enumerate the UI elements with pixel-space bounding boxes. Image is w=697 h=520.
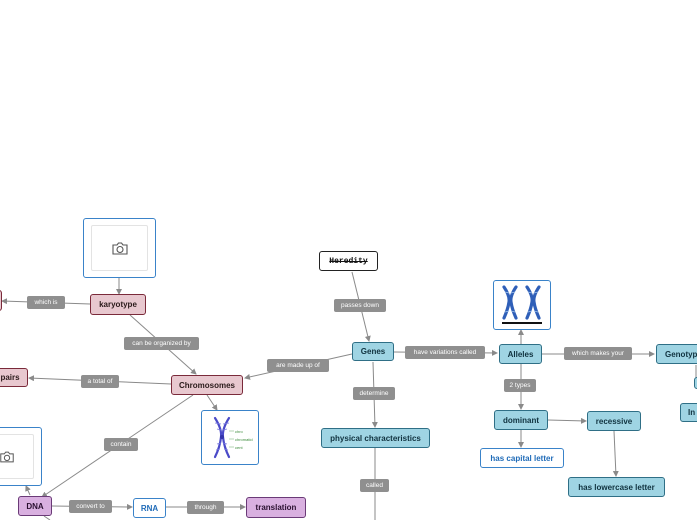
label-can-be-organized-by[interactable]: can be organized by xyxy=(124,337,199,350)
label-convert-to[interactable]: convert to xyxy=(69,500,112,513)
label-determine[interactable]: determine xyxy=(353,387,395,400)
node-has-capital-letter[interactable]: has capital letter xyxy=(480,448,564,468)
chromosome-icon: chro chromatid cent xyxy=(213,416,253,459)
image-placeholder-frame xyxy=(0,434,34,479)
node-genotype-sub-partial xyxy=(694,377,697,389)
node-translation[interactable]: translation xyxy=(246,497,306,518)
node-rna[interactable]: RNA xyxy=(133,498,166,518)
node-pairs[interactable]: pairs xyxy=(0,368,28,387)
node-physical-characteristics[interactable]: physical characteristics xyxy=(321,428,430,448)
label-are-made-up-of[interactable]: are made up of xyxy=(267,359,329,372)
edge-dominant-recessive xyxy=(547,417,587,424)
chromosome-pair-image[interactable] xyxy=(493,280,551,330)
label-a-total-of[interactable]: a total of xyxy=(81,375,119,388)
chromosome-pair-icon xyxy=(502,285,542,324)
label-contain[interactable]: contain xyxy=(104,438,138,451)
label-through[interactable]: through xyxy=(187,501,224,514)
chromosome-caption-2: chromatid xyxy=(235,437,253,442)
chromosome-caption-3: cent xyxy=(235,445,243,450)
image-placeholder-frame xyxy=(91,225,148,271)
node-genotype[interactable]: Genotyp xyxy=(656,344,697,364)
chromosome-caption-1: chro xyxy=(235,429,244,434)
label-have-variations-called[interactable]: have variations called xyxy=(405,346,485,359)
node-karyotype[interactable]: karyotype xyxy=(90,294,146,315)
node-genes[interactable]: Genes xyxy=(352,342,394,361)
node-chromosomes[interactable]: Chromosomes xyxy=(171,375,243,395)
camera-icon xyxy=(111,241,128,255)
label-which-is[interactable]: which is xyxy=(27,296,65,309)
edge-chromosomes-image xyxy=(206,394,218,411)
label-which-makes-your[interactable]: which makes your xyxy=(564,347,632,360)
chromosome-image[interactable]: chro chromatid cent xyxy=(201,410,259,465)
node-recessive[interactable]: recessive xyxy=(587,411,641,431)
node-partial-right[interactable]: In xyxy=(680,403,697,422)
camera-icon xyxy=(0,451,14,462)
image-placeholder-dna[interactable] xyxy=(0,427,42,486)
node-dominant[interactable]: dominant xyxy=(494,410,548,430)
edge-recessive-lowercase xyxy=(612,430,619,477)
edge-dna-image xyxy=(25,485,31,496)
node-heredity[interactable]: Heredity xyxy=(319,251,378,271)
node-alleles[interactable]: Alleles xyxy=(499,344,542,364)
label-passes-down[interactable]: passes down xyxy=(334,299,386,312)
label-two-types[interactable]: 2 types xyxy=(504,379,536,392)
node-dna[interactable]: DNA xyxy=(18,496,52,516)
edge-dna-down xyxy=(43,515,51,520)
node-left-partial[interactable] xyxy=(0,290,2,311)
node-has-lowercase-letter[interactable]: has lowercase letter xyxy=(568,477,665,497)
image-placeholder-karyotype[interactable] xyxy=(83,218,156,278)
label-called[interactable]: called xyxy=(360,479,389,492)
